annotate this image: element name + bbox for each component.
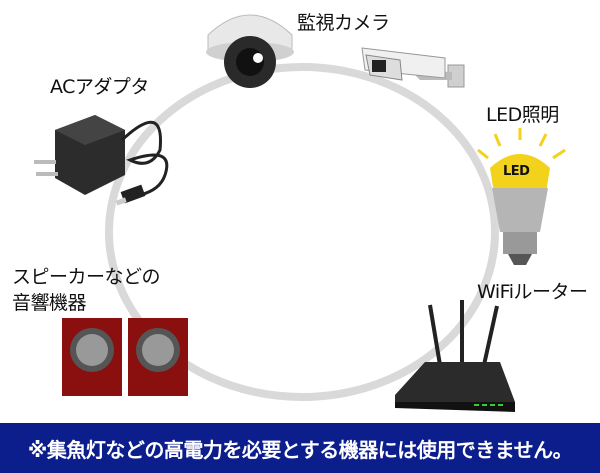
warning-banner: ※集魚灯などの高電力を必要とする機器には使用できません。 xyxy=(0,423,600,473)
box-camera-icon xyxy=(361,47,465,88)
led-bulb-text: LED xyxy=(503,164,530,179)
router-label: WiFiルーター xyxy=(477,281,588,303)
led-bulb-icon xyxy=(477,128,566,265)
led-label: LED照明 xyxy=(486,104,559,126)
camera-label: 監視カメラ xyxy=(297,12,390,34)
adapter-label: ACアダプタ xyxy=(50,76,149,98)
connection-ring xyxy=(105,63,499,401)
warning-text: ※集魚灯などの高電力を必要とする機器には使用できません。 xyxy=(27,437,573,462)
speakers-icon xyxy=(62,318,188,396)
speaker-label-line2: 音響機器 xyxy=(12,292,87,314)
wifi-router-icon xyxy=(395,300,515,412)
ac-adapter-icon xyxy=(34,115,169,206)
speaker-label-line1: スピーカーなどの xyxy=(12,266,161,288)
dome-camera-icon xyxy=(206,14,294,88)
